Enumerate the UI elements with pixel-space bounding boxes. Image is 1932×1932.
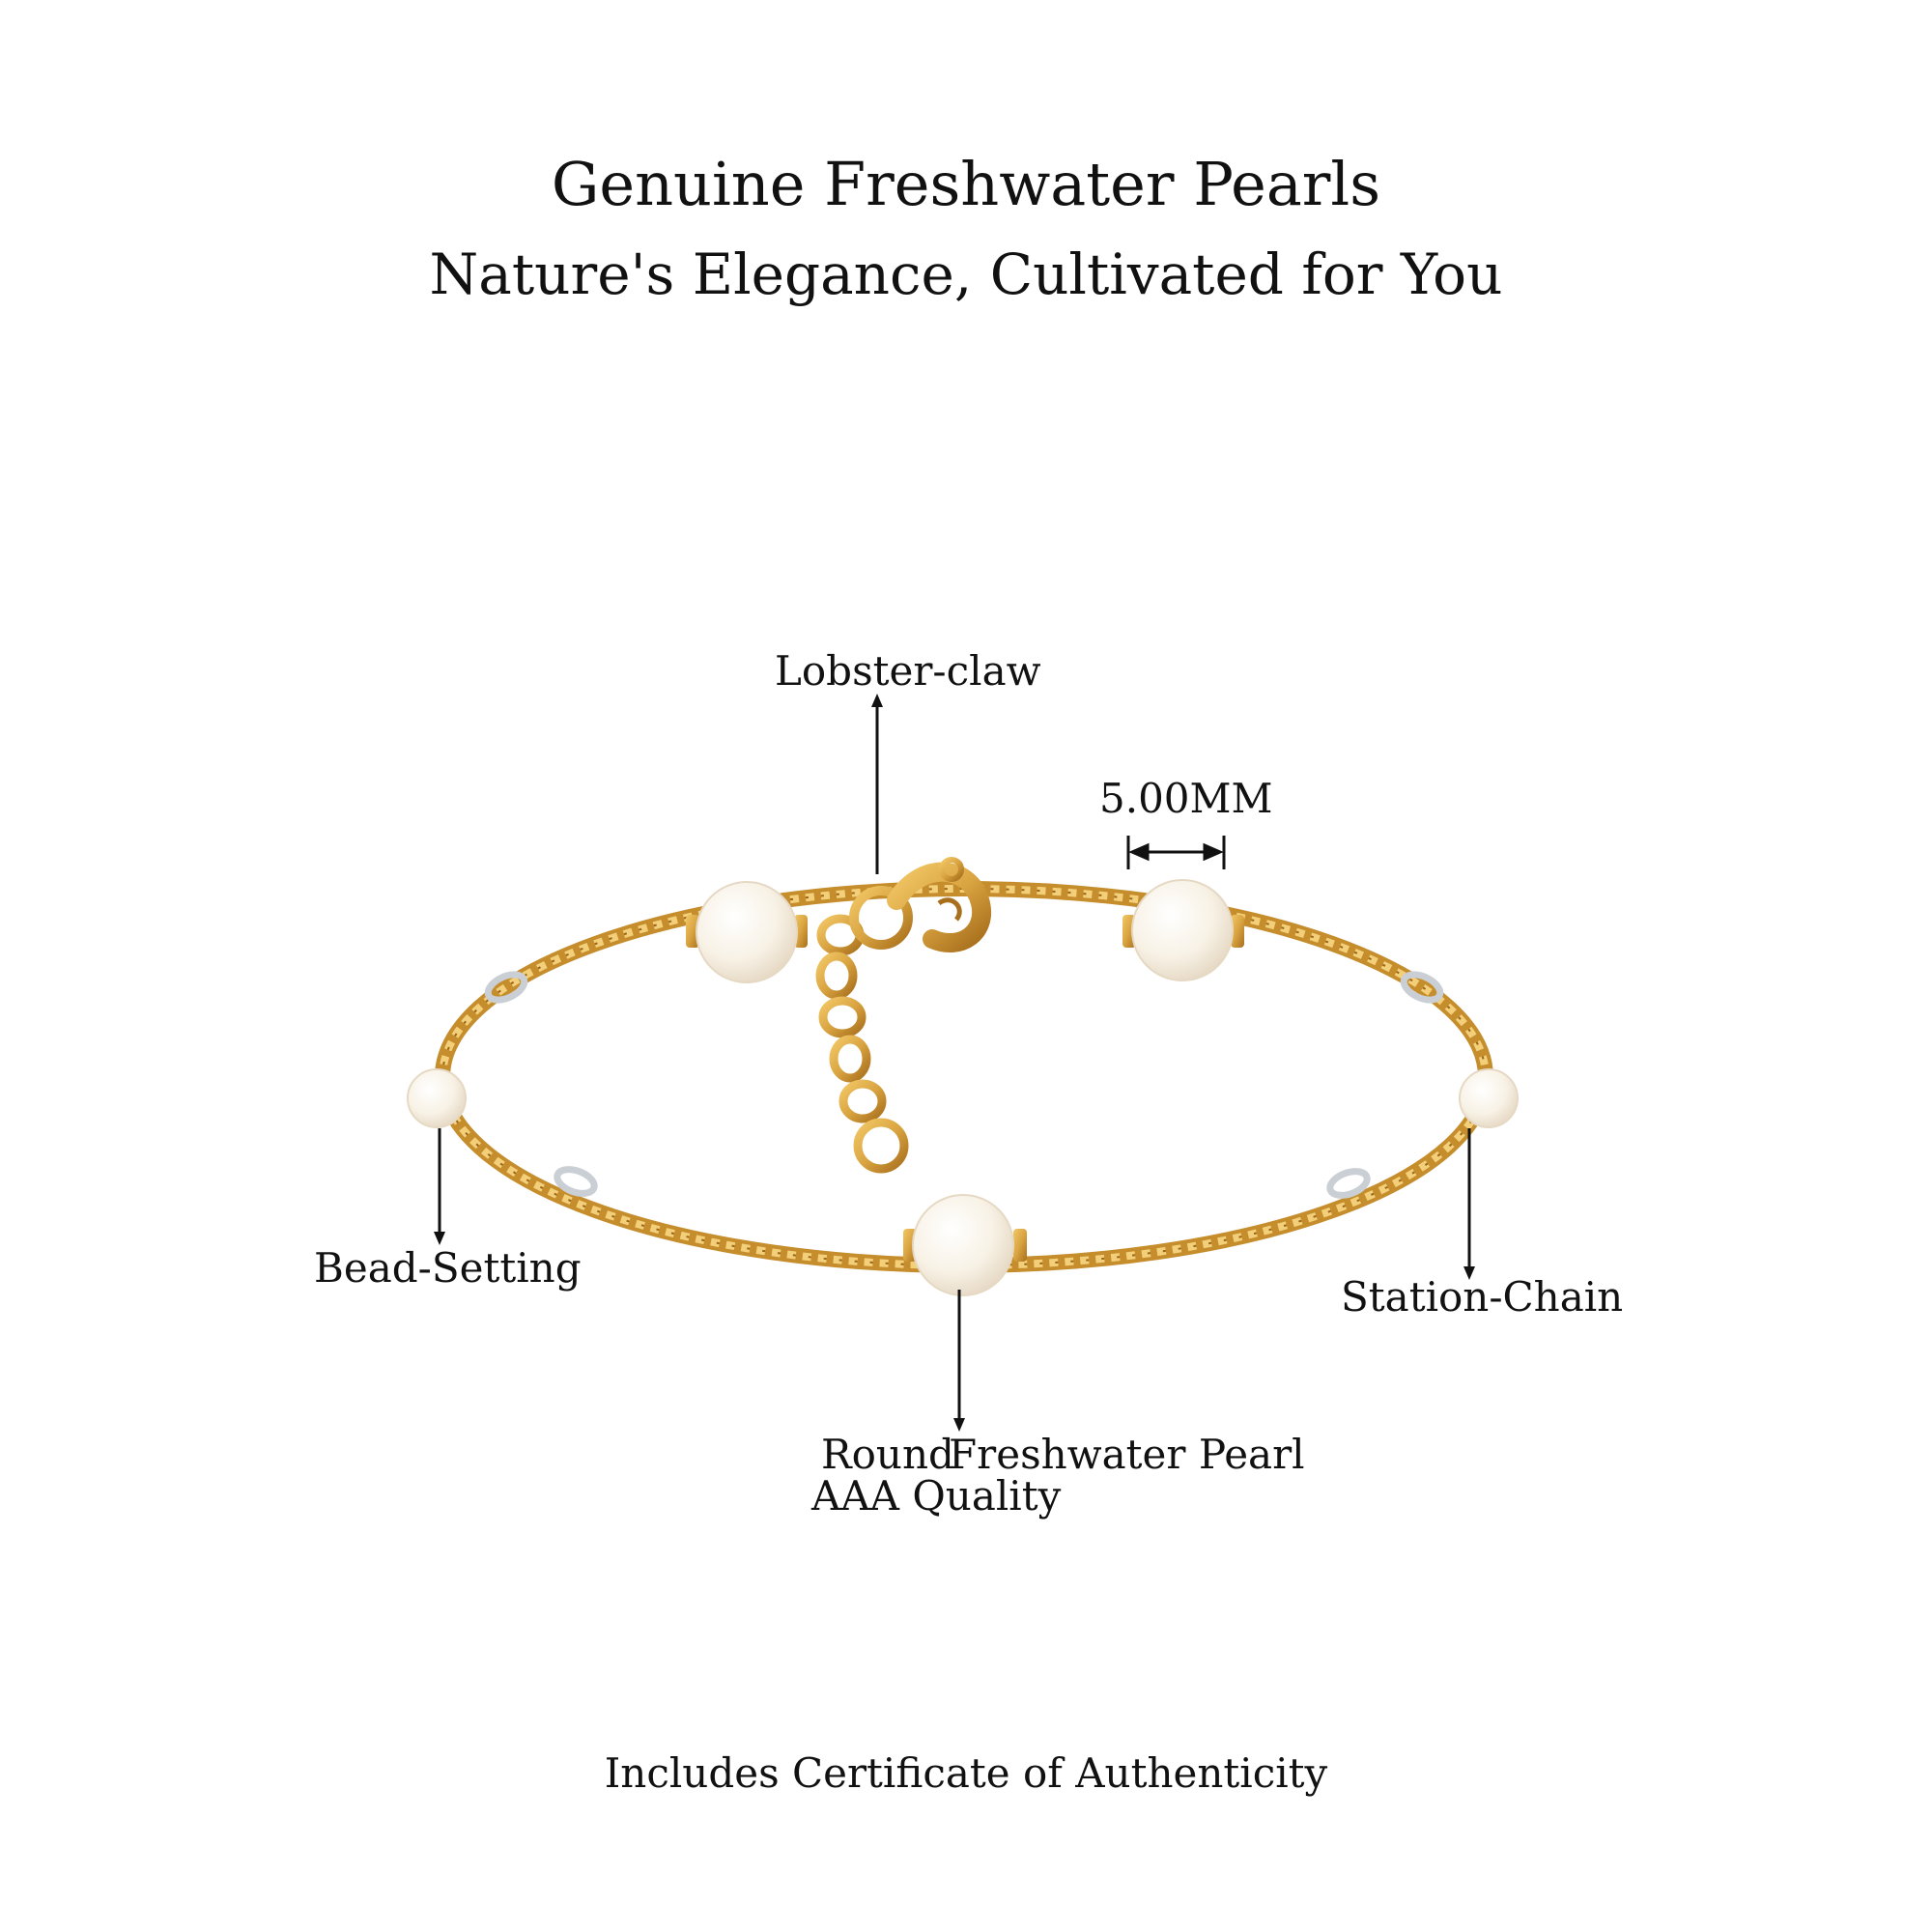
extender-chain — [815, 914, 909, 1174]
pearl-label-type: Freshwater Pearl — [949, 1431, 1305, 1478]
station-chain-label: Station-Chain — [1341, 1273, 1624, 1321]
certificate-note: Includes Certificate of Authenticity — [604, 1749, 1328, 1797]
page-subtitle: Nature's Elegance, Cultivated for You — [429, 242, 1503, 307]
lobster-claw-label: Lobster-claw — [775, 647, 1041, 695]
pearl-icon — [407, 879, 1519, 1296]
page-title: Genuine Freshwater Pearls — [551, 149, 1381, 219]
callout-arrows — [434, 694, 1475, 1432]
lobster-clasp — [849, 857, 992, 952]
pearl-label-round: Round — [821, 1431, 954, 1478]
bead-setting-icon — [484, 971, 1444, 1199]
dimension-indicator — [1126, 836, 1226, 869]
pearl-quality-label: AAA Quality — [811, 1472, 1062, 1520]
bead-setting-label: Bead-Setting — [314, 1244, 582, 1292]
size-label: 5.00MM — [1099, 775, 1273, 822]
